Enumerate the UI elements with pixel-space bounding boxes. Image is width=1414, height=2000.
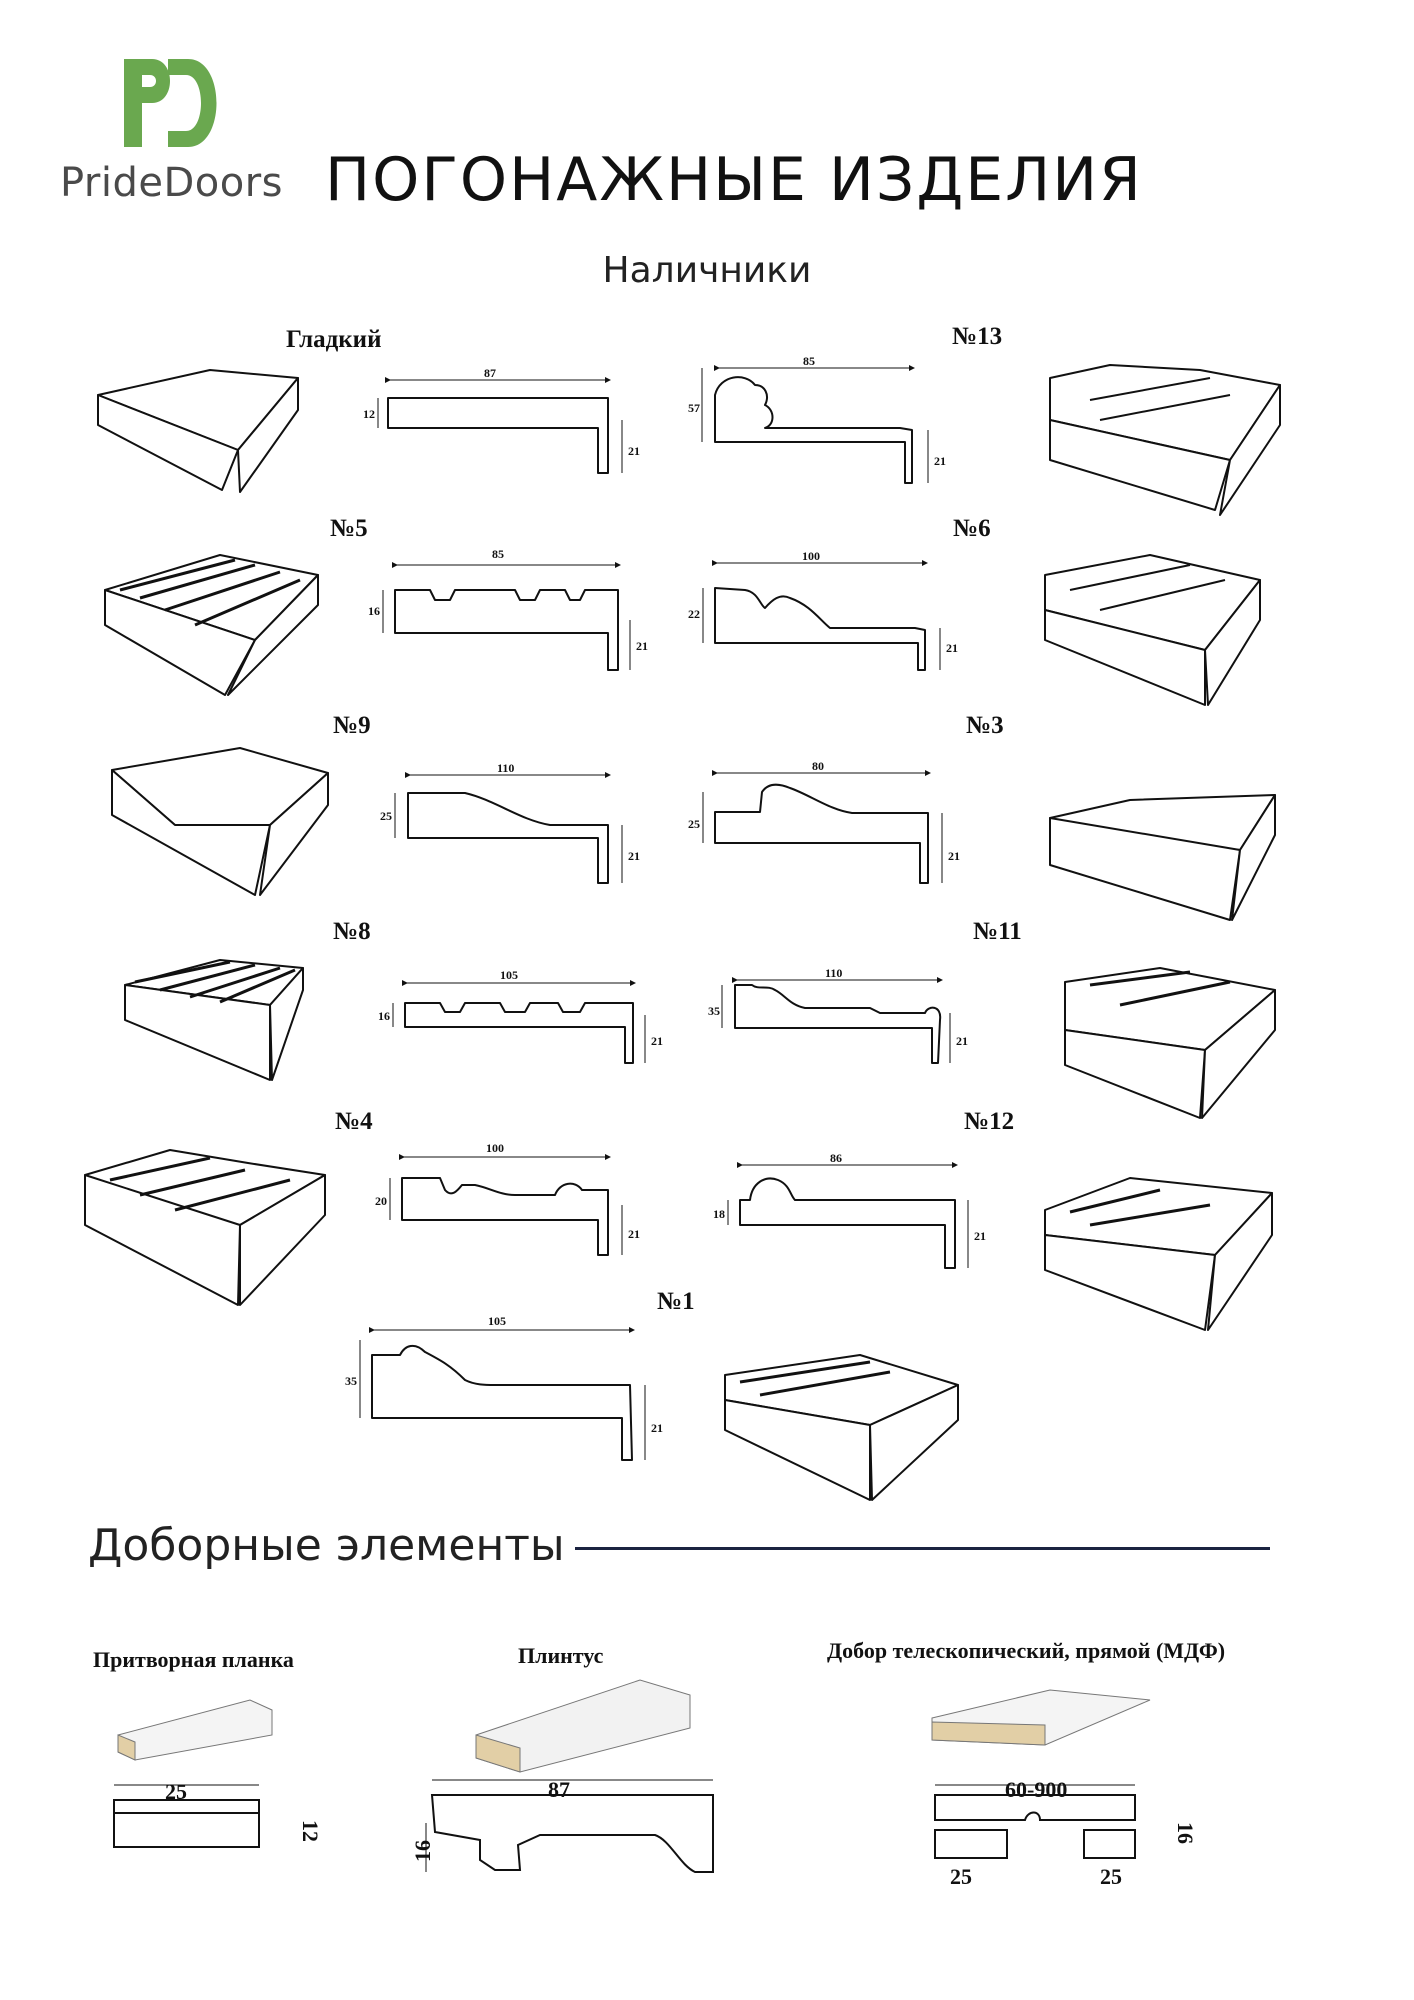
dim-height: 25 (688, 817, 700, 831)
dim-width: 85 (803, 354, 815, 368)
profile-pritvornaya (113, 1799, 260, 1848)
dim-depth: 21 (946, 641, 958, 655)
profiles-drawing: 87 12 21 85 57 21 85 16 21 100 22 21 110… (84, 354, 1281, 1501)
dim-width: 105 (488, 1314, 506, 1328)
render-11 (1064, 967, 1276, 1119)
dim-height: 12 (363, 407, 375, 421)
render-1 (724, 1354, 959, 1501)
profile-9 (407, 792, 609, 884)
render-8 (124, 959, 304, 1081)
dim-height: 57 (688, 401, 700, 415)
profile-plintus (430, 1794, 714, 1873)
dim-width: 80 (812, 759, 824, 773)
dim-depth: 21 (628, 849, 640, 863)
profile-6 (714, 587, 926, 671)
render-12 (1044, 1177, 1273, 1331)
dim-height: 25 (380, 809, 392, 823)
render-gladkiy (97, 369, 299, 493)
extra-label: Плинтус (518, 1643, 604, 1668)
product-label: №1 (657, 1288, 695, 1315)
dim-depth: 21 (636, 639, 648, 653)
profile-8 (404, 1002, 634, 1064)
product-label: Гладкий (286, 326, 382, 353)
dim-depth: 21 (628, 1227, 640, 1241)
profile-1 (371, 1344, 633, 1461)
dim-planka-width: 25 (165, 1779, 187, 1804)
dim-width: 87 (484, 366, 496, 380)
dim-height: 22 (688, 607, 700, 621)
brand-name: PrideDoors (60, 160, 284, 206)
profile-gladkiy (387, 397, 609, 474)
extras-section-title: Доборные элементы (88, 1520, 565, 1571)
profile-5 (394, 589, 619, 671)
profile-dobor-left (934, 1829, 1008, 1859)
render-6 (1044, 554, 1261, 706)
pridedoors-logo-icon (124, 59, 217, 147)
profile-11 (734, 984, 942, 1064)
product-label: №11 (973, 918, 1022, 945)
profile-13 (714, 376, 913, 484)
dim-height: 35 (708, 1004, 720, 1018)
dim-width: 100 (802, 549, 820, 563)
extras-drawing: 25 12 87 16 60-900 16 25 25 (113, 1679, 1198, 1889)
dim-dobor-left: 25 (950, 1864, 972, 1889)
logo (118, 55, 228, 150)
dim-depth: 21 (956, 1034, 968, 1048)
dim-depth: 21 (628, 444, 640, 458)
dim-depth: 21 (934, 454, 946, 468)
dim-dobor-right: 25 (1100, 1864, 1122, 1889)
dim-width: 86 (830, 1151, 842, 1165)
render-9 (111, 747, 329, 896)
product-label: №5 (330, 515, 368, 542)
product-label: №3 (966, 712, 1004, 739)
profile-3 (714, 783, 929, 884)
profile-4 (401, 1177, 609, 1256)
extra-label: Притворная планка (93, 1647, 294, 1672)
section-divider (575, 1547, 1270, 1550)
product-label: №9 (333, 712, 371, 739)
dim-width: 110 (497, 761, 514, 775)
section-subtitle: Наличники (602, 250, 812, 291)
dim-width: 100 (486, 1141, 504, 1155)
render-4 (84, 1149, 326, 1306)
dim-dobor-width: 60-900 (1005, 1777, 1067, 1802)
dim-depth: 21 (974, 1229, 986, 1243)
dim-depth: 21 (651, 1034, 663, 1048)
dim-width: 105 (500, 968, 518, 982)
dim-height: 35 (345, 1374, 357, 1388)
dim-depth: 21 (651, 1421, 663, 1435)
profile-dobor-right (1083, 1829, 1136, 1859)
dim-width: 110 (825, 966, 842, 980)
dim-plintus-width: 87 (548, 1777, 570, 1802)
render-13 (1049, 364, 1281, 516)
dim-planka-height: 12 (298, 1820, 323, 1842)
page-title: ПОГОНАЖНЫЕ ИЗДЕЛИЯ (325, 145, 1143, 215)
product-label: №4 (335, 1108, 373, 1135)
profile-12 (739, 1177, 956, 1269)
dim-height: 20 (375, 1194, 387, 1208)
dim-width: 85 (492, 547, 504, 561)
extra-label: Добор телескопический, прямой (МДФ) (827, 1638, 1226, 1663)
dim-plintus-height: 16 (410, 1840, 435, 1862)
product-label: №8 (333, 918, 371, 945)
dim-dobor-height: 16 (1173, 1822, 1198, 1844)
profile-dobor-top (934, 1794, 1136, 1821)
render-3 (1049, 794, 1276, 921)
dim-depth: 21 (948, 849, 960, 863)
dim-height: 16 (368, 604, 380, 618)
product-label: №6 (953, 515, 991, 542)
product-label: №12 (964, 1108, 1015, 1135)
render-5 (104, 554, 319, 696)
dim-height: 18 (713, 1207, 725, 1221)
dim-height: 16 (378, 1009, 390, 1023)
product-label: №13 (952, 323, 1003, 350)
